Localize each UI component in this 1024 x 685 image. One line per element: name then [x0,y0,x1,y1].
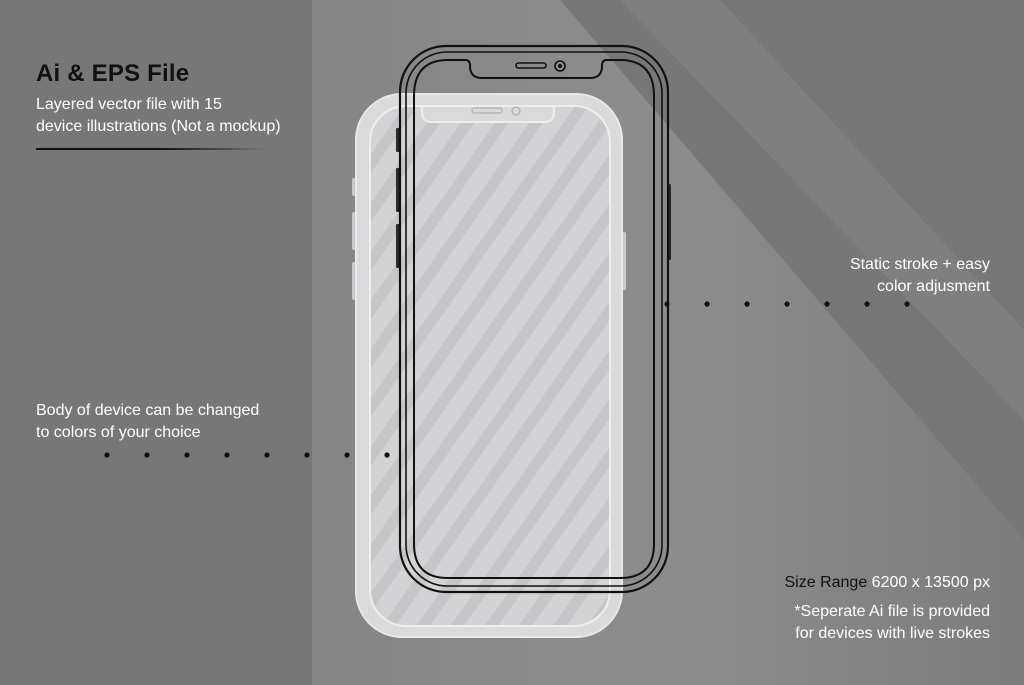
dotted-leader-icon [664,301,910,307]
stroke-annotation-line: Static stroke + easy [849,256,990,273]
camera-lens-icon [511,106,521,116]
speaker-grille-icon [471,107,503,114]
body-annotation: Body of device can be changed to colors … [36,400,336,444]
stroke-annotation-line: color adjusment [877,278,990,295]
file-annotation-line: *Seperate Ai file is provided [794,603,990,620]
subtitle: Layered vector file with 15 device illus… [36,94,356,138]
speaker-grille-icon [515,62,547,69]
phone-filled-icon [352,93,626,638]
stroke-annotation: Static stroke + easy color adjusment [730,254,990,298]
size-range-annotation: Size Range 6200 x 13500 px [660,572,991,594]
file-annotation: *Seperate Ai file is provided for device… [660,601,990,645]
phone-outline-icon [396,44,671,594]
title: Ai & EPS File [36,60,190,87]
title-underline [36,148,266,150]
subtitle-line: Layered vector file with 15 [36,96,222,113]
dotted-leader-icon [104,452,390,458]
size-range-label: Size Range [784,574,868,591]
subtitle-line: device illustrations (Not a mockup) [36,118,281,135]
body-annotation-line: Body of device can be changed [36,402,260,419]
size-range-value: 6200 x 13500 px [871,574,990,591]
camera-lens-icon [554,60,566,72]
file-annotation-line: for devices with live strokes [795,625,990,642]
body-annotation-line: to colors of your choice [36,424,201,441]
